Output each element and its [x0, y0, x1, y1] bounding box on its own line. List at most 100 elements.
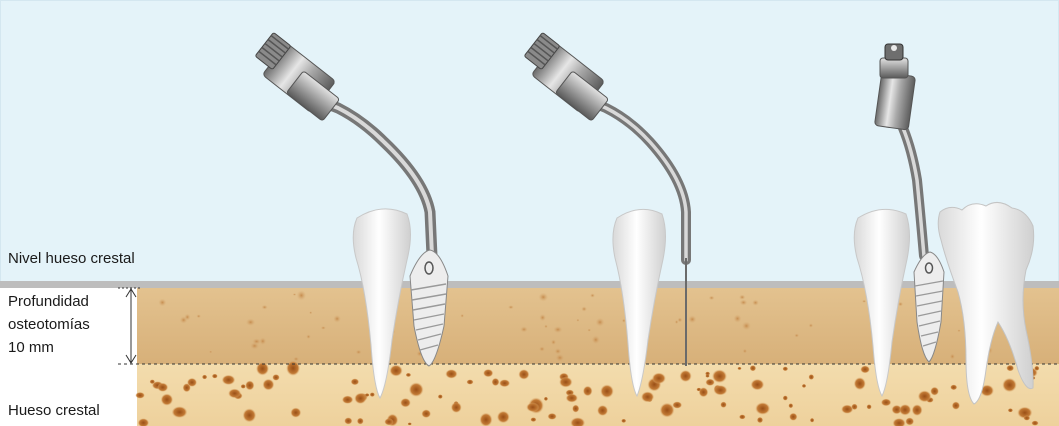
bone-pore — [245, 381, 254, 391]
bone-pore — [583, 386, 593, 396]
bone-pore — [354, 393, 366, 404]
bone-pore — [739, 414, 746, 419]
bone-pore — [950, 353, 956, 359]
bone-pore — [789, 413, 797, 421]
bone-pore — [530, 417, 536, 422]
bone-pore — [259, 337, 266, 345]
bone-pore — [930, 387, 939, 396]
bone-pore — [733, 314, 741, 322]
bone-pore — [740, 300, 748, 306]
bone-pore — [408, 422, 412, 425]
bone-pore — [783, 395, 788, 400]
bone-pore — [212, 374, 218, 379]
bone-pore — [705, 374, 709, 377]
bone-pore — [228, 389, 241, 399]
bone-pore — [451, 402, 462, 413]
bone-pore — [595, 318, 604, 327]
bone-pore — [438, 394, 443, 399]
bone-pore — [1006, 365, 1014, 371]
bone-pore — [737, 367, 741, 370]
bone-pore — [508, 305, 514, 309]
bone-pore — [187, 378, 197, 387]
bone-pore — [184, 314, 190, 321]
bone-pore — [548, 413, 557, 420]
bone-pore — [742, 321, 751, 330]
bone-pore — [290, 408, 301, 418]
bone-pore — [566, 394, 578, 403]
bone-pore — [1023, 415, 1030, 420]
crestal-level-label: Nivel hueso crestal — [8, 249, 135, 269]
bone-pore — [750, 365, 756, 371]
bone-pore — [752, 300, 759, 306]
bone-pore — [592, 335, 601, 344]
bone-pore — [161, 394, 173, 406]
bone-pore — [306, 334, 311, 339]
bone-pore — [810, 418, 814, 423]
bone-pore — [356, 350, 362, 355]
bone-cross-section — [0, 281, 1059, 426]
bone-pore — [553, 326, 562, 333]
bone-pore — [899, 404, 911, 415]
bone-pore — [600, 384, 614, 398]
bone-pore — [539, 346, 545, 351]
bone-pore — [492, 378, 500, 386]
osteotomy-depth-label-line3: 10 mm — [8, 338, 54, 358]
bone-pore — [743, 349, 748, 354]
bone-pore — [622, 319, 626, 323]
bone-pore — [344, 417, 352, 424]
bone-pore — [621, 419, 626, 423]
osteotomy-depth-label-line1: Profundidad — [8, 292, 89, 312]
bone-pore — [705, 379, 714, 386]
bone-pore — [641, 391, 654, 402]
bone-pore — [794, 333, 799, 337]
bone-pore — [297, 290, 307, 300]
bone-pore — [309, 311, 312, 314]
bone-pore — [551, 339, 556, 345]
bone-pore — [952, 402, 960, 410]
bone-pore — [135, 392, 145, 399]
bone-pore — [409, 382, 424, 397]
bone-pore — [788, 403, 793, 408]
bone-pore — [720, 402, 726, 408]
bone-pore — [157, 383, 168, 392]
bone-pore — [751, 379, 765, 390]
bone-pore — [867, 404, 872, 409]
bone-pore — [272, 374, 279, 381]
bone-pore — [262, 305, 268, 310]
bone-pore — [699, 387, 709, 397]
bone-pore — [1008, 408, 1013, 412]
bone-pore — [587, 329, 591, 332]
bone-pore — [243, 408, 257, 422]
bone-pore — [1031, 421, 1038, 426]
bone-pore — [881, 399, 891, 407]
bone-pore — [196, 314, 201, 318]
bone-pore — [241, 384, 246, 389]
bone-pore — [950, 385, 957, 391]
bone-pore — [483, 369, 493, 377]
bone-pore — [209, 351, 213, 354]
bone-pore — [406, 373, 411, 377]
bone-pore — [597, 405, 608, 416]
bone-pore — [390, 365, 403, 377]
bone-pore — [538, 293, 548, 302]
bone-pore — [520, 326, 528, 332]
bone-pore — [860, 366, 870, 374]
bone-pore — [460, 314, 464, 318]
bone-pore — [539, 314, 546, 321]
bone-pore — [384, 418, 393, 425]
bone-pore — [554, 348, 561, 354]
bone-pore — [293, 293, 297, 296]
bone-pore — [809, 323, 814, 327]
bone-pore — [854, 377, 866, 390]
bone-pore — [590, 293, 595, 297]
bone-pore — [709, 296, 715, 300]
bone-pore — [499, 379, 510, 387]
bone-pore — [802, 384, 806, 388]
bone-pore — [333, 315, 341, 323]
bone-pore — [544, 325, 548, 329]
bone-pore — [370, 392, 375, 397]
bone-pore — [713, 385, 727, 395]
bone-pore — [581, 306, 587, 311]
osteotomy-depth-label-line2: osteotomías — [8, 315, 90, 335]
